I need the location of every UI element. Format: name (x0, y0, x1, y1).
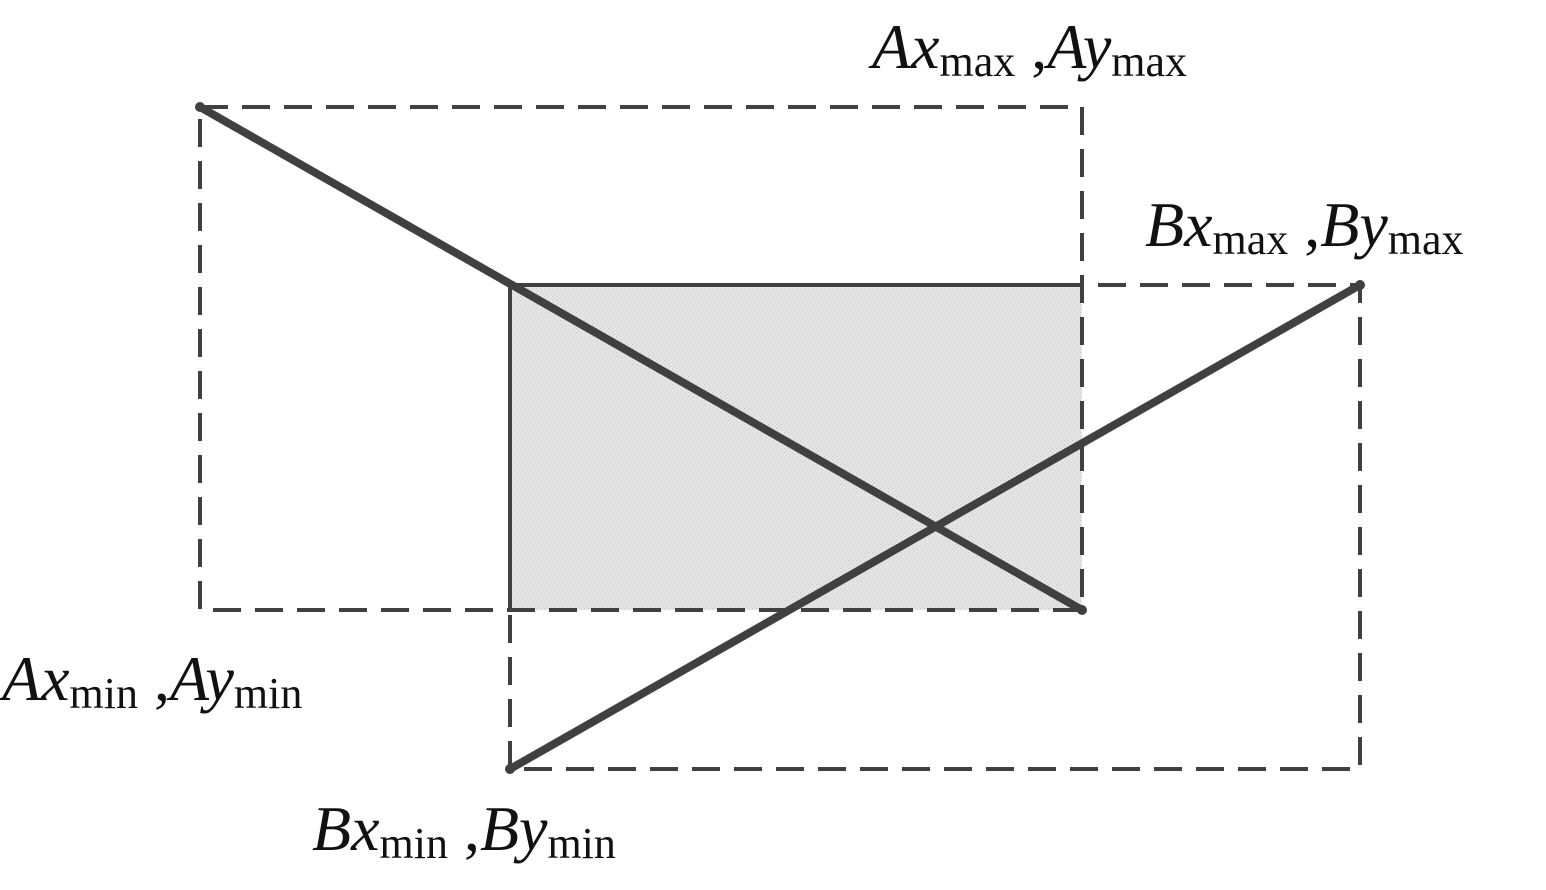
endpoint-a-end (1077, 605, 1087, 615)
segment-b (506, 281, 1364, 773)
bounding-box-a (198, 105, 1084, 612)
label-b-min: Bxmin ,Bymin (312, 793, 616, 868)
bounding-box-b (508, 283, 1362, 771)
label-b-max: Bxmax ,Bymax (1145, 189, 1464, 264)
label-a-max: Axmax ,Aymax (868, 11, 1187, 86)
endpoint-b-end (1355, 280, 1365, 290)
label-a-min: Axmin ,Aymin (0, 643, 302, 718)
endpoint-b-start (505, 764, 515, 774)
endpoint-a-start (195, 102, 205, 112)
